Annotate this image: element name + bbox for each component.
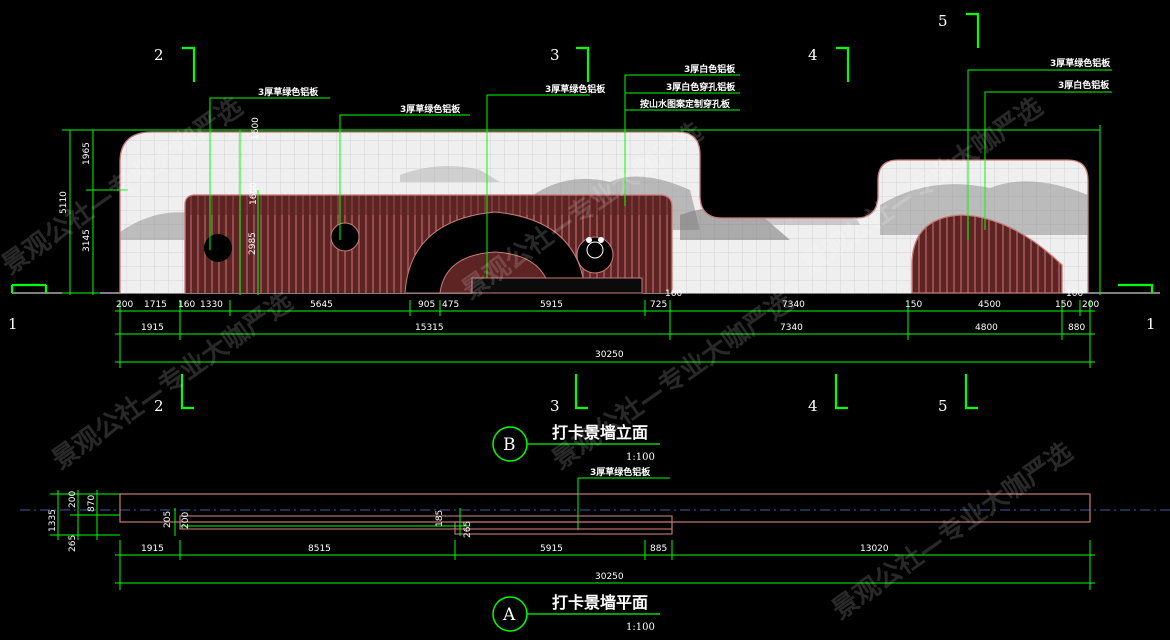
plan-inner-dim-0: 205 — [163, 511, 173, 528]
plan-inner-dim-2: 185 — [435, 510, 445, 527]
annotation-green-plate-3b: 3厚草绿色铝板 — [545, 83, 606, 95]
grid-bottom-2: 2 — [154, 397, 164, 415]
elevation-title: 打卡景墙立面 — [552, 423, 648, 442]
dim-row2-3: 4800 — [975, 323, 998, 333]
plan-title: 打卡景墙平面 — [552, 593, 648, 612]
round-panel — [911, 214, 1063, 294]
plan-side-dim-0: 1335 — [48, 509, 58, 532]
dim-row1-2: 160 — [178, 300, 195, 310]
annotation-white-perforated: 3厚白色穿孔铝板 — [666, 81, 736, 93]
plan-side-dim-1: 200 — [68, 491, 78, 508]
dimension-lines-plan — [50, 490, 1095, 590]
watermark-6: 景观公社—专业大咖严选 — [826, 436, 1078, 625]
dimension-lines-elevation — [115, 300, 1095, 368]
left-height-dimensions — [62, 125, 1101, 295]
plan-side-dim-2: 870 — [87, 495, 97, 512]
elevation-scale: 1:100 — [626, 452, 655, 463]
section-mark-left — [10, 283, 48, 293]
annotation-green-plate-5: 3厚草绿色铝板 — [1050, 57, 1111, 69]
dim-row1-7: 5915 — [540, 300, 563, 310]
plan-annotation-green-plate: 3厚草绿色铝板 — [590, 466, 651, 478]
plan-view: 1335 200 870 265 205 200 185 265 3厚草绿色铝板… — [20, 466, 1170, 633]
plan-bench — [454, 521, 673, 535]
dim-inner-c: 2985 — [248, 232, 258, 255]
section-label-left: 1 — [8, 315, 18, 333]
grid-top-4: 4 — [808, 46, 818, 64]
plan-dim-row1-3: 885 — [650, 544, 667, 554]
bench — [471, 277, 643, 294]
dim-row3-total: 30250 — [595, 350, 624, 360]
grid-markers-top — [182, 12, 980, 82]
annotation-white-plate-5: 3厚白色铝板 — [1058, 79, 1110, 91]
dim-row1-13: 150 — [1055, 300, 1072, 310]
dim-row1-11: 150 — [905, 300, 922, 310]
dim-row1-extra: 100 — [1066, 289, 1083, 299]
plan-side-dim-3: 265 — [68, 535, 78, 552]
dim-row2-0: 1915 — [141, 323, 164, 333]
drawing-marker-a: A — [502, 605, 516, 625]
annotation-green-plate-2: 3厚草绿色铝板 — [258, 86, 319, 98]
annotation-green-plate-3a: 3厚草绿色铝板 — [400, 103, 461, 115]
plan-dim-row1-4: 13020 — [860, 544, 889, 554]
lower-panel-outline — [184, 194, 673, 293]
plan-inner-dim-1: 200 — [181, 512, 191, 529]
plan-scale: 1:100 — [626, 622, 655, 633]
annotation-white-plate: 3厚白色铝板 — [684, 63, 736, 75]
annotation-ink-painting: 按山水图案定制穿孔板 — [640, 98, 731, 110]
dim-row1-0: 200 — [116, 300, 133, 310]
dim-row2-1: 15315 — [415, 323, 444, 333]
grid-top-3: 3 — [550, 46, 560, 64]
watermark-4: 景观公社—专业大咖严选 — [546, 286, 798, 475]
dim-row1-6: 475 — [442, 300, 459, 310]
dim-row1-4: 5645 — [310, 300, 333, 310]
dim-row1-3: 1330 — [200, 300, 223, 310]
dim-row1-12: 4500 — [978, 300, 1001, 310]
plan-dim-row1-2: 5915 — [540, 544, 563, 554]
plan-dim-row2-total: 30250 — [595, 572, 624, 582]
dim-row1-9: 160 — [665, 289, 682, 299]
grid-bottom-5: 5 — [938, 397, 948, 415]
dim-height-upper: 1965 — [82, 142, 92, 165]
dim-row1-8: 725 — [650, 300, 667, 310]
grid-top-2: 2 — [154, 46, 164, 64]
dim-inner-a: 1600 — [251, 117, 261, 140]
plan-dim-row1-0: 1915 — [141, 544, 164, 554]
grid-bottom-3: 3 — [550, 397, 560, 415]
green-aluminum-panel — [185, 195, 672, 293]
dim-row2-2: 7340 — [780, 323, 803, 333]
watermark-3: 景观公社—专业大咖严选 — [46, 286, 298, 475]
grid-top-5: 5 — [938, 12, 948, 30]
dim-row1-5: 905 — [418, 300, 435, 310]
dim-inner-b: 1600 — [249, 182, 259, 205]
dim-row1-1: 1715 — [144, 300, 167, 310]
grid-markers-bottom — [180, 374, 978, 410]
drawing-marker-b: B — [503, 435, 516, 455]
section-mark-right — [1118, 283, 1154, 293]
dim-row2-4: 880 — [1068, 323, 1085, 333]
dim-height-lower: 3145 — [82, 229, 92, 252]
dim-row1-10: 7340 — [782, 300, 805, 310]
section-label-right: 1 — [1146, 315, 1156, 333]
plan-dim-row1-1: 8515 — [308, 544, 331, 554]
dim-row1-14: 200 — [1082, 300, 1099, 310]
grid-bottom-4: 4 — [808, 397, 818, 415]
plan-inner-dim-3: 265 — [463, 521, 473, 538]
dim-height-total: 5110 — [59, 191, 69, 214]
annotation-leaders — [209, 69, 1112, 530]
